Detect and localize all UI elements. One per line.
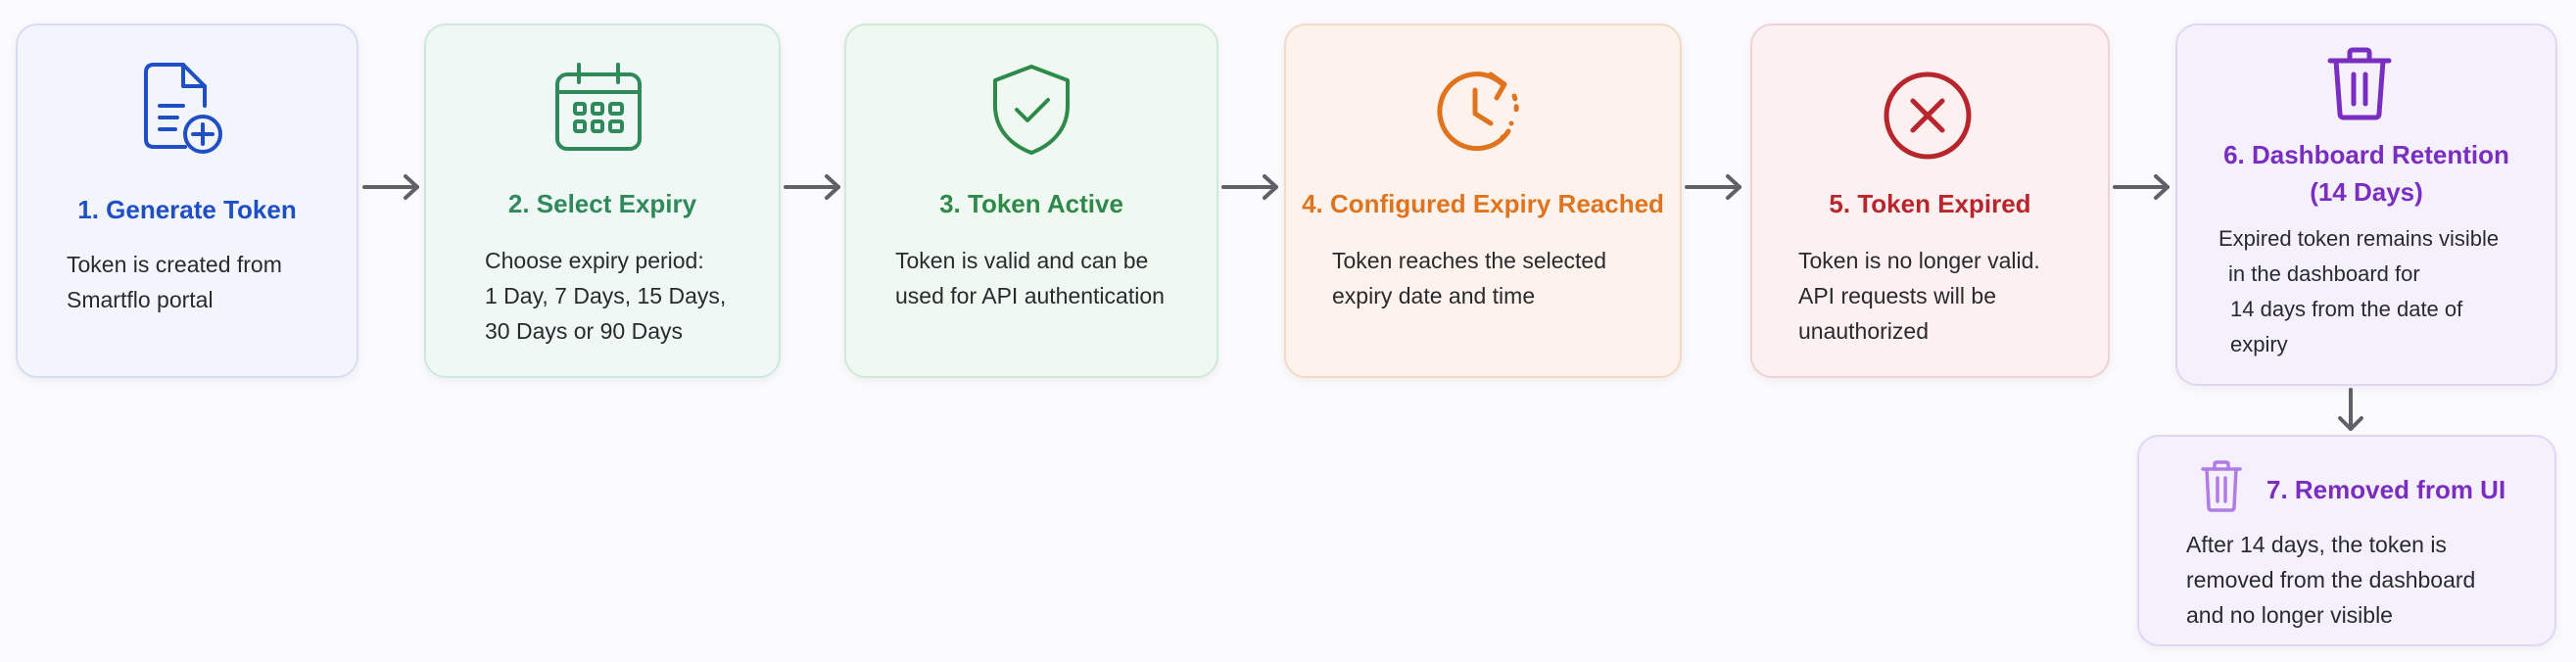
description-line: Token is valid and can be: [895, 248, 1149, 273]
description-line: Token reaches the selected: [1332, 248, 1607, 273]
step-1-description: Token is created from Smartflo portal: [67, 247, 282, 317]
step-5-description: Token is no longer valid. API requests w…: [1798, 243, 2040, 349]
description-line: Token is created from: [67, 252, 282, 277]
description-line: 14 days from the date of: [2230, 297, 2463, 321]
step-5-card: 5. Token Expired Token is no longer vali…: [1750, 24, 2110, 378]
description-line: Smartflo portal: [67, 287, 214, 312]
description-line: Choose expiry period:: [485, 248, 704, 273]
trash-icon: [2201, 460, 2242, 512]
step-1-card: 1. Generate Token Token is created from …: [16, 24, 358, 378]
step-6-description: Expired token remains visible in the das…: [2218, 221, 2499, 362]
step-6-title-subtitle: (14 Days): [2310, 177, 2423, 207]
description-line: unauthorized: [1798, 318, 1929, 344]
document-add-icon: [144, 63, 222, 154]
description-line: Token is no longer valid.: [1798, 248, 2040, 273]
description-line: used for API authentication: [895, 283, 1165, 308]
description-line: Expired token remains visible: [2218, 226, 2500, 251]
step-2-description: Choose expiry period: 1 Day, 7 Days, 15 …: [485, 243, 726, 349]
trash-icon: [2327, 47, 2392, 120]
step-4-description: Token reaches the selected expiry date a…: [1332, 243, 1606, 313]
description-line: expiry date and time: [1332, 283, 1536, 308]
step-3-description: Token is valid and can be used for API a…: [895, 243, 1165, 313]
shield-check-icon: [993, 65, 1070, 155]
description-line: removed from the dashboard: [2186, 567, 2476, 592]
description-line: and no longer visible: [2186, 602, 2393, 628]
flow-arrow: [1221, 174, 1278, 200]
flow-arrow: [784, 174, 840, 200]
description-line: API requests will be: [1798, 283, 1996, 308]
description-line: After 14 days, the token is: [2186, 532, 2447, 557]
step-6-card: 6. Dashboard Retention (14 Days) Expired…: [2175, 24, 2557, 386]
x-circle-icon: [1884, 71, 1972, 160]
calendar-icon: [555, 63, 642, 151]
step-3-title: 3. Token Active: [939, 189, 1123, 218]
flow-arrow-down: [2338, 388, 2363, 431]
step-2-card: 2. Select Expiry Choose expiry period: 1…: [424, 24, 781, 378]
step-4-title: 4. Configured Expiry Reached: [1302, 189, 1664, 218]
description-line: 30 Days or 90 Days: [485, 318, 683, 344]
step-7-card: 7. Removed from UI After 14 days, the to…: [2137, 435, 2556, 646]
step-2-title: 2. Select Expiry: [507, 189, 697, 218]
step-3-card: 3. Token Active Token is valid and can b…: [844, 24, 1218, 378]
step-7-description: After 14 days, the token is removed from…: [2186, 527, 2475, 633]
description-line: expiry: [2230, 332, 2288, 356]
flow-arrow: [1685, 174, 1741, 200]
step-4-card: 4. Configured Expiry Reached Token reach…: [1284, 24, 1682, 378]
step-1-title: 1. Generate Token: [77, 195, 297, 224]
description-line: 1 Day, 7 Days, 15 Days,: [485, 283, 727, 308]
step-5-title: 5. Token Expired: [1829, 189, 2031, 218]
flow-arrow: [2113, 174, 2170, 200]
step-6-title: 6. Dashboard Retention: [2223, 140, 2509, 169]
clock-icon: [1437, 71, 1519, 152]
step-7-title: 7. Removed from UI: [2266, 475, 2506, 504]
description-line: in the dashboard for: [2228, 261, 2420, 286]
flow-arrow: [362, 174, 419, 200]
